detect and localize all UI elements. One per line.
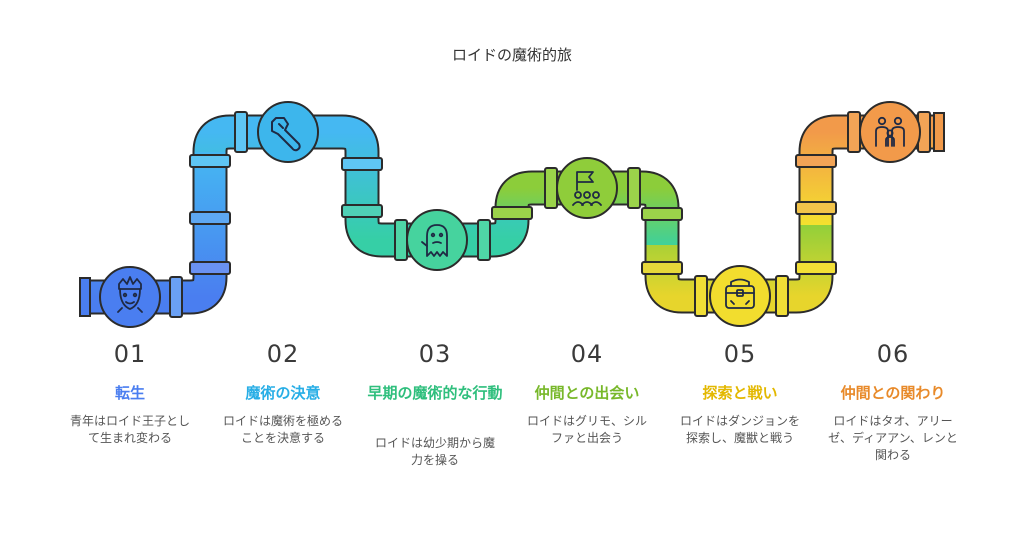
step-desc-4: ロイドはグリモ、シルファと出会う xyxy=(526,414,647,445)
wrench-icon xyxy=(257,101,319,163)
step-desc-1: 青年はロイド王子として生まれ変わる xyxy=(69,414,190,445)
step-desc-6: ロイドはタオ、アリーゼ、ディアアン、レンと関わる xyxy=(828,414,958,462)
step-number-4: 04 xyxy=(570,340,604,368)
step-heading-4: 仲間との出会い xyxy=(534,384,640,402)
step-heading-3: 早期の魔術的な行動 xyxy=(367,384,503,402)
ghost-hand-icon xyxy=(406,209,468,271)
step-heading-2: 魔術の決意 xyxy=(245,384,321,402)
crowned-face-icon xyxy=(99,266,161,328)
diagram-title: ロイドの魔術的旅 xyxy=(451,46,572,64)
step-number-3: 03 xyxy=(418,340,452,368)
step-number-5: 05 xyxy=(723,340,757,368)
step-number-1: 01 xyxy=(113,340,147,368)
team-flag-icon xyxy=(556,157,618,219)
step-heading-6: 仲間との関わり xyxy=(840,384,946,402)
step-heading-1: 転生 xyxy=(114,384,145,402)
step-number-6: 06 xyxy=(876,340,910,368)
step-desc-5: ロイドはダンジョンを探索し、魔獣と戦う xyxy=(679,414,800,445)
step-heading-5: 探索と戦い xyxy=(702,384,778,402)
step-desc-3: ロイドは幼少期から魔力を操る xyxy=(374,436,495,467)
family-icon xyxy=(859,101,921,163)
step-desc-2: ロイドは魔術を極めることを決意する xyxy=(222,414,343,445)
step-number-2: 02 xyxy=(266,340,300,368)
treasure-chest-icon xyxy=(709,265,771,327)
